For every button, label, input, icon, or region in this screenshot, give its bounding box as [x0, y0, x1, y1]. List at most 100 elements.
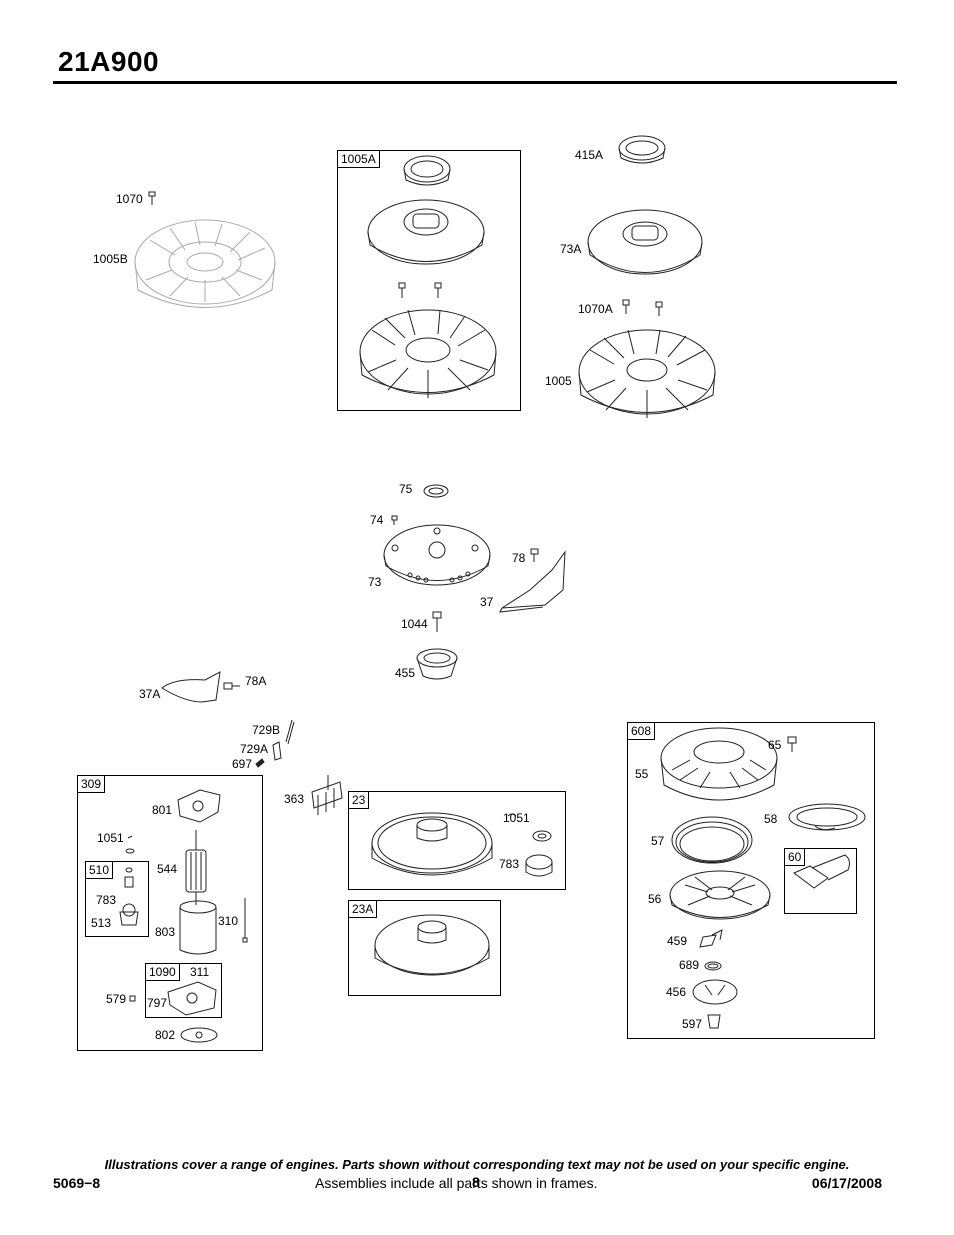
page-number: 8: [472, 1174, 480, 1190]
rotating-screen-73A-illustration: [587, 209, 703, 275]
disclaimer-note: Illustrations cover a range of engines. …: [104, 1157, 850, 1172]
bolt-65-illustration: [787, 736, 797, 752]
part-label: 1070: [116, 192, 143, 206]
part-label: 57: [651, 834, 665, 848]
part-label: 37A: [139, 687, 161, 701]
part-label: 456: [666, 985, 687, 999]
screw-78-illustration: [530, 548, 539, 562]
part-label: 75: [399, 482, 413, 496]
flywheel-1005A-illustration: [359, 309, 497, 398]
page-title: 21A900: [58, 46, 160, 77]
assemblies-note: Assemblies include all parts shown in fr…: [315, 1175, 598, 1191]
frame-510: 510: [85, 861, 149, 937]
part-label: 797: [147, 996, 168, 1010]
housing-803-illustration: [179, 900, 217, 955]
screw-78A-illustration: [223, 682, 240, 690]
frame-label: 510: [86, 862, 114, 879]
end-cap-801-illustration: [177, 789, 221, 823]
baffle-37A-illustration: [161, 671, 221, 703]
frame-label: 23: [349, 792, 370, 809]
part-label: 65: [768, 738, 782, 752]
part-label: 729B: [252, 723, 281, 737]
plate-802-illustration: [180, 1027, 218, 1043]
pulley-56-illustration: [669, 870, 771, 920]
flywheel-1005B-illustration: [134, 219, 276, 308]
screen-illustration: [403, 155, 451, 186]
clip-729A-illustration: [272, 741, 282, 761]
bolts-illustration: [398, 282, 442, 298]
part-label: 455: [395, 666, 416, 680]
part-label: 689: [679, 958, 700, 972]
part-label: 544: [157, 862, 178, 876]
part-label: 58: [764, 812, 778, 826]
frame-60: 60: [784, 848, 857, 914]
part-label: 310: [218, 914, 239, 928]
part-label: 803: [155, 925, 176, 939]
frame-1090: 1090: [145, 963, 222, 1018]
rotating-screen-illustration: [367, 199, 485, 265]
rewind-starter-housing-55-illustration: [660, 727, 778, 801]
cup-455-illustration: [416, 648, 458, 680]
rope-57-illustration: [671, 816, 753, 864]
brush-plate-311-illustration: [167, 981, 217, 1016]
handle-60-illustration: [793, 854, 850, 889]
frame-1005A: 1005A: [337, 150, 521, 411]
part-label: 73A: [560, 242, 582, 256]
screw-1044-illustration: [432, 611, 442, 632]
part-label: 597: [682, 1017, 703, 1031]
retainer-456-illustration: [692, 979, 738, 1005]
part-label: 73: [368, 575, 382, 589]
washer-75-illustration: [423, 484, 449, 498]
baffle-37-illustration: [499, 550, 566, 613]
frame-label: 1005A: [338, 151, 380, 168]
part-label: 459: [667, 934, 688, 948]
part-label: 783: [96, 893, 117, 907]
frame-label: 1090: [146, 964, 180, 981]
armature-544-illustration: [185, 830, 207, 905]
screen-415A-illustration: [618, 135, 666, 164]
spring-689-illustration: [704, 961, 722, 971]
nut-1051b-illustration: [507, 813, 552, 842]
part-label: 56: [648, 892, 662, 906]
part-label: 311: [190, 965, 210, 979]
part-label: 415A: [575, 148, 604, 162]
publication-date: 06/17/2008: [811, 1175, 882, 1191]
flywheel-23A-illustration: [374, 914, 490, 976]
part-label: 802: [155, 1028, 176, 1042]
dog-459-illustration: [699, 929, 723, 948]
part-label: 363: [284, 792, 305, 806]
part-label: 1005: [545, 374, 572, 388]
part-label: 579: [106, 992, 127, 1006]
part-label: 1044: [401, 617, 428, 631]
part-label: 74: [370, 513, 384, 527]
wire-729B-illustration: [285, 719, 295, 745]
title-rule: [53, 81, 897, 84]
screw-597-illustration: [707, 1014, 721, 1029]
armature-363-illustration: [311, 775, 343, 815]
document-number: 5069−8: [53, 1175, 101, 1191]
gear-510-illustration: [119, 867, 139, 926]
gear-783b-illustration: [525, 854, 553, 877]
bolts-1070A-illustration: [622, 299, 663, 316]
part-label: 78A: [245, 674, 267, 688]
frame-23: 23: [348, 791, 566, 890]
spring-58-illustration: [788, 803, 866, 831]
part-label: 1070A: [578, 302, 613, 316]
part-label: 729A: [240, 742, 269, 756]
part-label: 801: [152, 803, 173, 817]
frame-label: 608: [628, 723, 656, 740]
bolt-310-illustration: [242, 898, 248, 943]
bolt-1070-illustration: [148, 191, 156, 205]
part-label: 697: [232, 757, 253, 771]
part-label: 1051: [503, 811, 530, 825]
part-label: 1005B: [93, 252, 128, 266]
frame-label: 60: [785, 849, 806, 866]
blower-housing-73-illustration: [383, 524, 491, 586]
frame-label: 23A: [349, 901, 378, 918]
part-label: 37: [480, 595, 494, 609]
part-label: 513: [91, 916, 112, 930]
frame-608: 608: [627, 722, 875, 1039]
frame-label: 309: [78, 776, 106, 793]
frame-309: 309: [77, 775, 263, 1051]
